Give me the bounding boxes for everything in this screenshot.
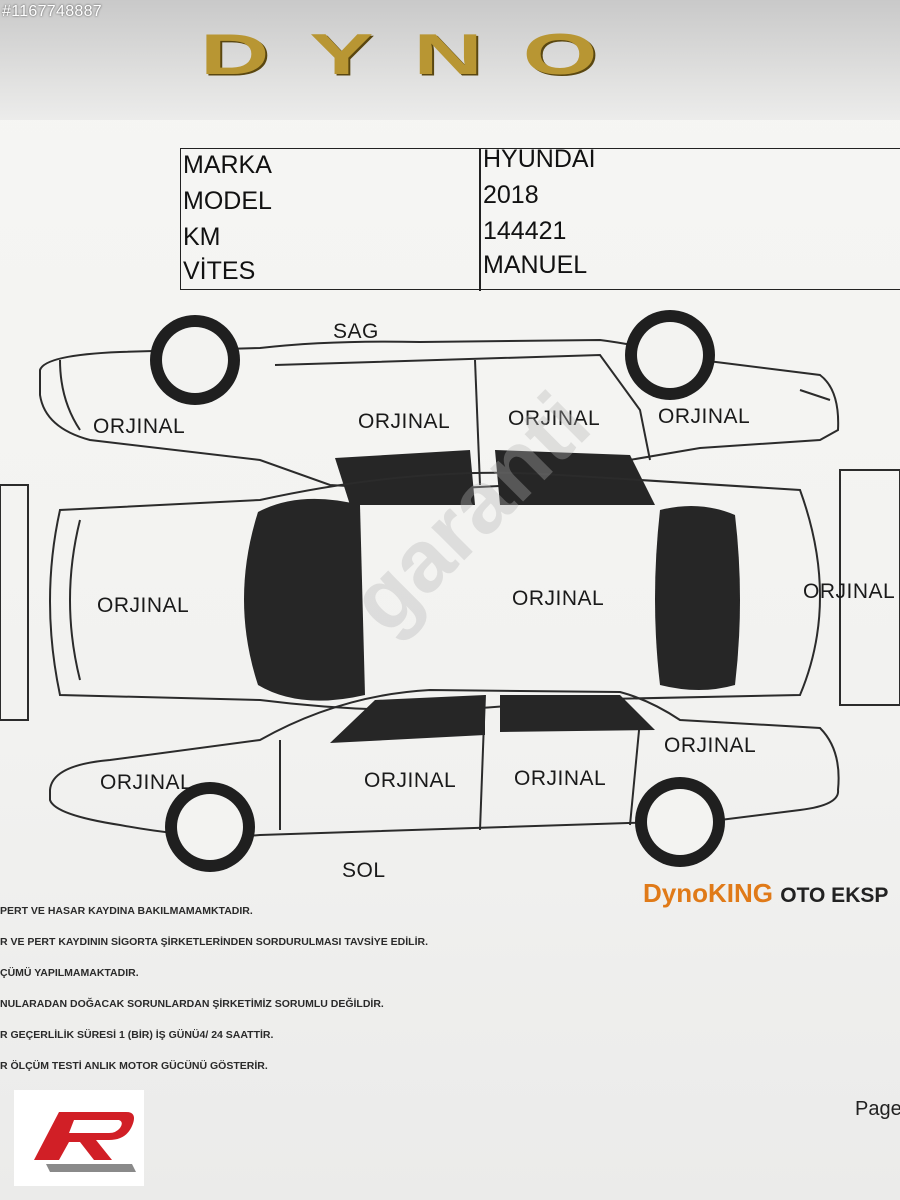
part-left-rear: ORJINAL [664,734,757,757]
part-right-front: ORJINAL [93,415,186,438]
rear-window [655,506,740,690]
part-trunk: ORJINAL [803,580,896,603]
header-band: DYNO #1167748887 [0,0,900,120]
row-label: VİTES [183,257,256,285]
left-side-windows [330,695,655,743]
dyno-logo: DYNO [200,22,638,87]
part-right-rear-door: ORJINAL [508,407,601,430]
car-damage-diagram: SAG ORJINAL ORJINAL ORJINAL ORJINAL ORJI… [0,300,900,900]
part-left-front-door: ORJINAL [364,769,457,792]
r-logo-icon [34,1112,136,1172]
part-left-rear-door: ORJINAL [514,767,607,790]
listing-id: #1167748887 [2,3,102,20]
row-label: MODEL [183,187,272,215]
note-line: PERT VE HASAR KAYDINA BAKILMAMAMKTADIR. [0,905,253,917]
windshield [244,498,365,701]
top-view [0,469,900,721]
left-front-wheel-hub [177,794,243,860]
note-line: ÇÜMÜ YAPILMAMAKTADIR. [0,967,139,979]
part-roof: ORJINAL [512,587,605,610]
note-line: R ÖLÇÜM TESTİ ANLIK MOTOR GÜCÜNÜ GÖSTERİ… [0,1060,268,1072]
car-outline-drawing [0,310,900,872]
table-divider [479,149,481,291]
note-line: R VE PERT KAYDININ SİGORTA ŞİRKETLERİNDE… [0,936,429,948]
note-line: NULARADAN DOĞACAK SORUNLARDAN ŞİRKETİMİZ… [0,998,384,1010]
right-rear-wheel-hub [637,322,703,388]
r-logo [14,1090,144,1186]
right-front-wheel-hub [162,327,228,393]
sag-title: SAG [333,320,379,343]
company-suffix: OTO EKSP [780,884,889,907]
part-hood: ORJINAL [97,594,190,617]
part-right-front-door: ORJINAL [358,410,451,433]
row-value: 144421 [483,217,567,245]
row-value: HYUNDAI [483,145,596,173]
part-left-front: ORJINAL [100,771,193,794]
left-rear-wheel-hub [647,789,713,855]
row-label: KM [183,223,221,251]
page-label: Page [855,1098,900,1120]
row-value: 2018 [483,181,539,209]
note-line: R GEÇERLİLİK SÜRESİ 1 (BİR) İŞ GÜNÜ4/ 24… [0,1029,274,1041]
row-value: MANUEL [483,251,588,279]
company-name: DynoKING OTO EKSP [643,878,888,909]
vehicle-info-table: MARKA HYUNDAI MODEL 2018 KM 144421 VİTES… [180,145,900,291]
part-right-rear: ORJINAL [658,405,751,428]
company-brand: DynoKING [643,878,773,908]
row-label: MARKA [183,151,272,179]
sol-title: SOL [342,859,386,882]
